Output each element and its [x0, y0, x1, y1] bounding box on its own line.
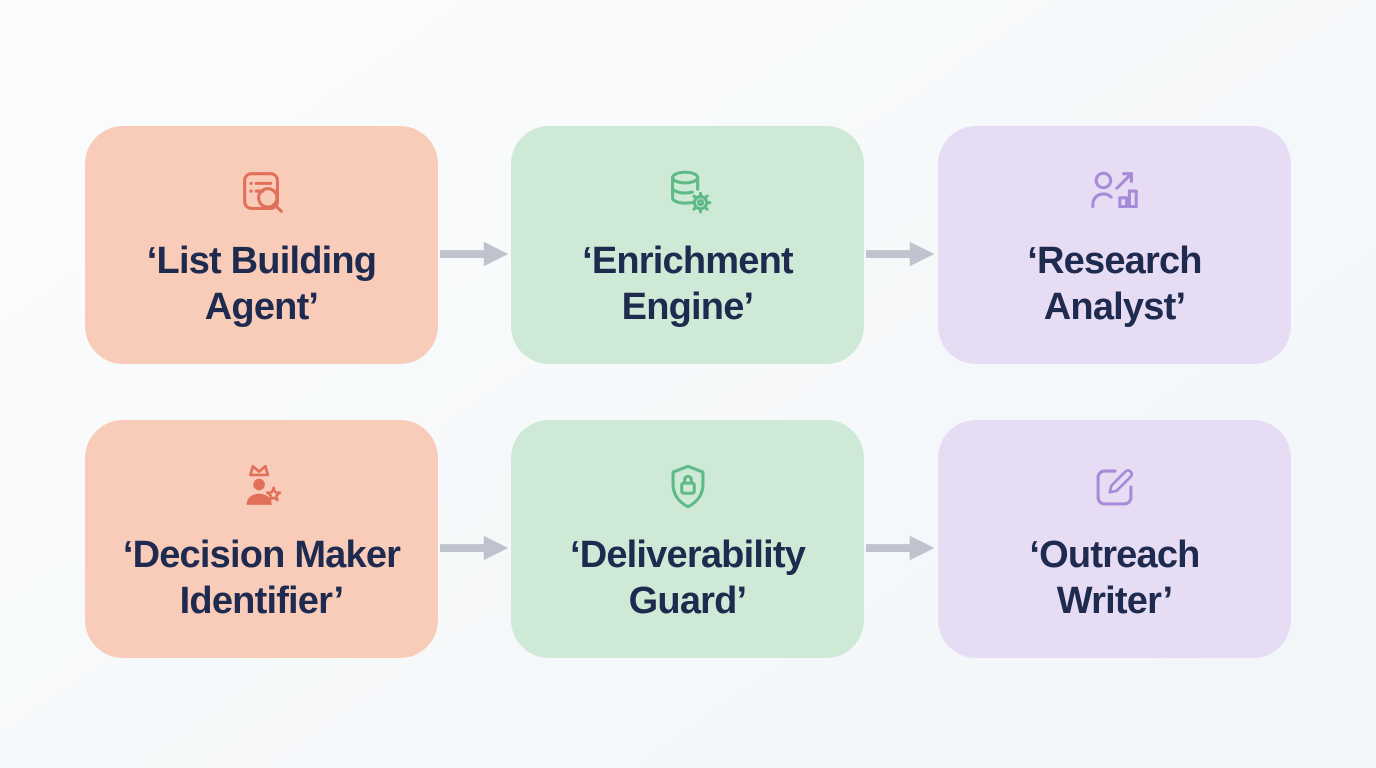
card-title-line1: ‘Research [1027, 240, 1202, 282]
shield-lock-icon [671, 464, 704, 509]
card-deliverability-guard: ‘Deliverability Guard’ [511, 420, 864, 658]
card-title-line1: ‘List Building [146, 240, 377, 282]
connector-cell [864, 420, 938, 658]
connector-cell [438, 126, 511, 364]
card-title-line1: ‘Enrichment [582, 240, 794, 282]
edit-compose-icon [1096, 469, 1133, 506]
card-title-line2: Guard’ [628, 580, 747, 622]
pipeline-grid: ‘List Building Agent’ [85, 126, 1376, 658]
card-title: ‘Decision Maker Identifier’ [85, 532, 438, 624]
card-title-line2: Agent’ [204, 286, 319, 328]
list-search-icon [242, 172, 283, 213]
database-gear-icon [670, 170, 711, 214]
arrow-right-icon [439, 241, 508, 267]
card-title-line2: Analyst’ [1043, 286, 1186, 328]
arrow-right-icon [866, 241, 935, 267]
connector-cell [438, 420, 511, 658]
card-decision-maker-identifier: ‘Decision Maker Identifier’ [85, 420, 438, 658]
card-title-line1: ‘Deliverability [569, 534, 806, 576]
card-title-line2: Engine’ [621, 286, 754, 328]
card-title: ‘Research Analyst’ [938, 238, 1291, 330]
card-title: ‘List Building Agent’ [85, 238, 438, 330]
connector-cell [864, 126, 938, 364]
person-growth-icon [1090, 171, 1138, 209]
card-title-line2: Identifier’ [179, 580, 344, 622]
card-enrichment-engine: ‘Enrichment Engine’ [511, 126, 864, 364]
card-title: ‘Deliverability Guard’ [511, 532, 864, 624]
card-title-line2: Writer’ [1056, 580, 1173, 622]
card-title-line1: ‘Decision Maker [122, 534, 401, 576]
person-crown-star-icon [246, 464, 281, 505]
arrow-right-icon [439, 535, 508, 561]
arrow-right-icon [866, 535, 935, 561]
card-list-building-agent: ‘List Building Agent’ [85, 126, 438, 364]
card-research-analyst: ‘Research Analyst’ [938, 126, 1291, 364]
card-title-line1: ‘Outreach [1029, 534, 1200, 576]
card-outreach-writer: ‘Outreach Writer’ [938, 420, 1291, 658]
card-title: ‘Outreach Writer’ [938, 532, 1291, 624]
card-title: ‘Enrichment Engine’ [511, 238, 864, 330]
